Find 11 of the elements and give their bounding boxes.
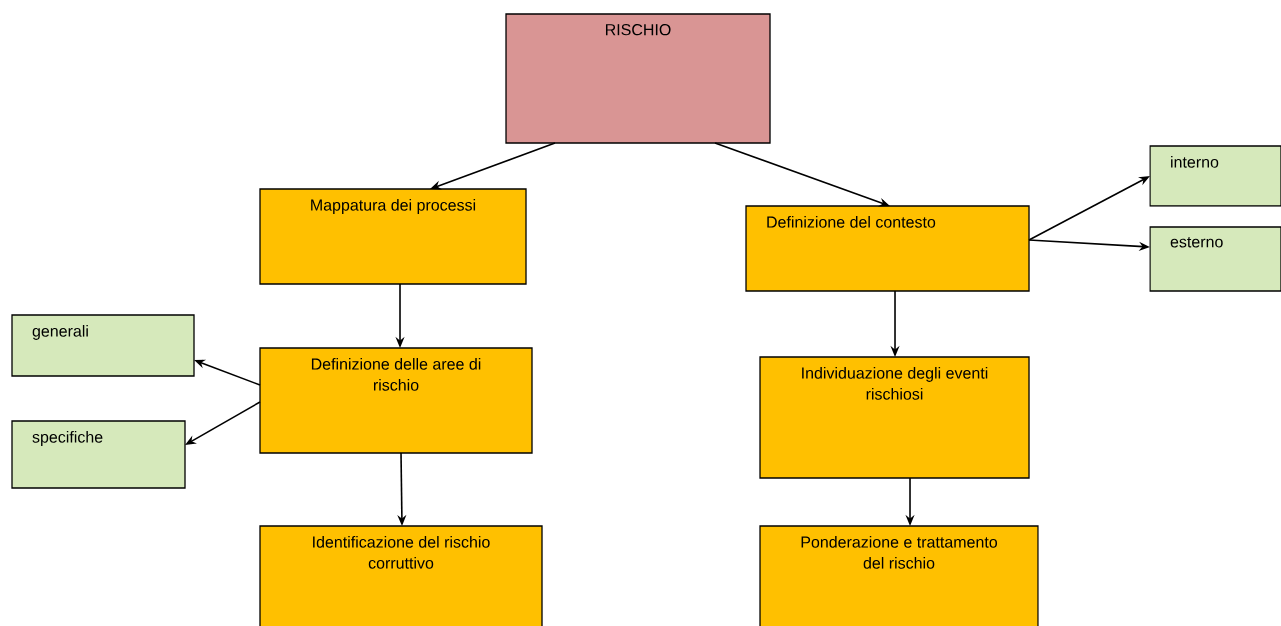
category-box: esterno xyxy=(1149,226,1281,292)
top-box: RISCHIO xyxy=(505,13,771,144)
process-box: Definizione delle aree di rischio xyxy=(259,347,533,454)
category-box: generali xyxy=(11,314,195,377)
process-box: Identificazione del rischio corruttivo xyxy=(259,525,543,626)
process-box: Definizione del contesto xyxy=(745,205,1030,292)
process-box: Ponderazione e trattamento del rischio xyxy=(759,525,1039,626)
process-box: Mappatura dei processi xyxy=(259,188,527,285)
process-box: Individuazione degli eventi rischiosi xyxy=(759,356,1030,479)
category-box: specifiche xyxy=(11,420,186,489)
category-box: interno xyxy=(1149,145,1281,207)
